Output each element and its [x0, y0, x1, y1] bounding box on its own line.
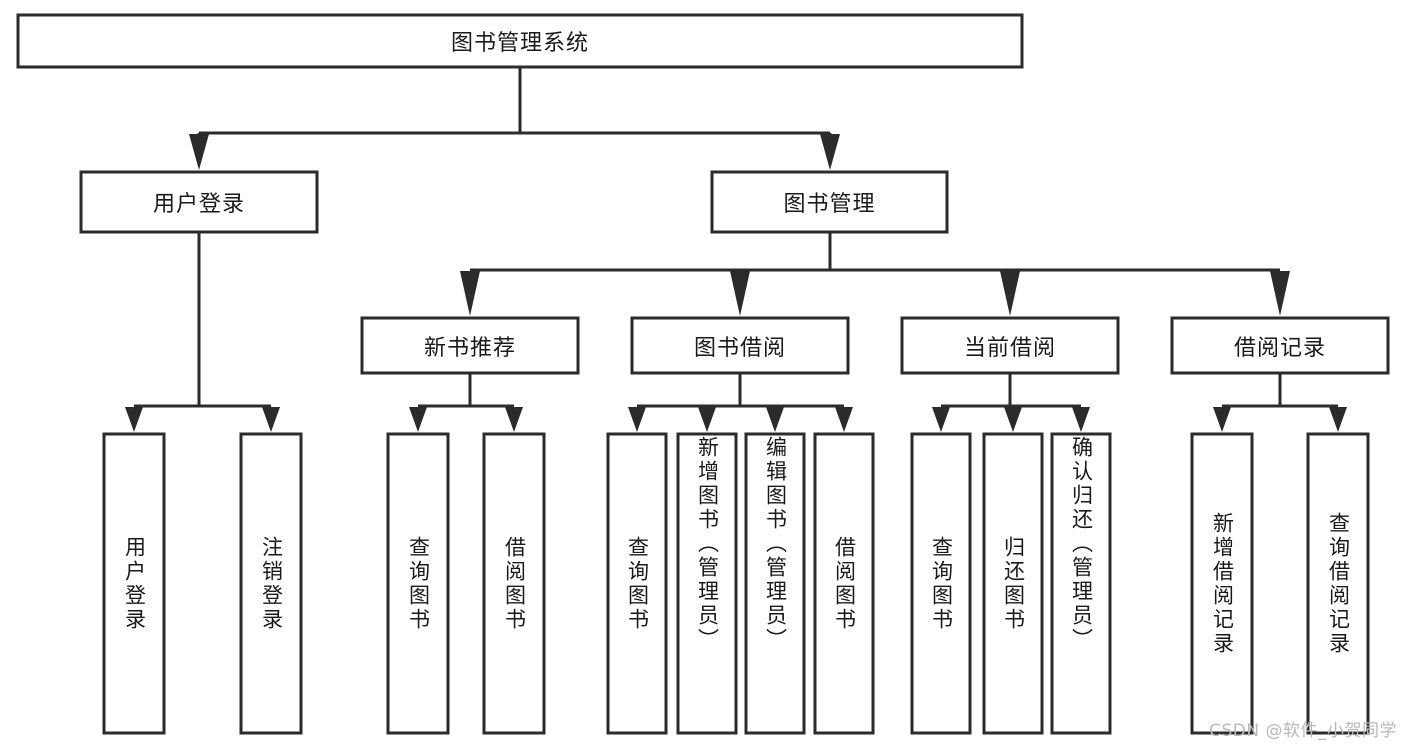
node-box-leaf-user-logout[interactable] [239, 432, 303, 735]
arrow-head-new-book-recommend [460, 271, 480, 316]
node-box-leaf-add-record[interactable] [1190, 432, 1254, 735]
arrow-head-leaf-add-book [698, 407, 716, 432]
arrow-head-leaf-edit-book [766, 407, 784, 432]
node-box-leaf-query-book-rec[interactable] [386, 432, 450, 735]
node-box-leaf-user-login[interactable] [102, 432, 166, 735]
arrow-head-leaf-query-book-borrow [628, 407, 646, 432]
node-box-borrow-record[interactable] [1170, 316, 1390, 375]
node-box-leaf-return-book[interactable] [982, 432, 1044, 735]
arrow-head-leaf-confirm-return [1072, 407, 1090, 432]
node-box-book-manage[interactable] [710, 170, 949, 234]
arrow-head-current-borrow [1000, 271, 1020, 316]
arrow-head-leaf-borrow-book-rec [505, 407, 523, 432]
arrow-head-leaf-query-book-rec [409, 407, 427, 432]
node-box-leaf-query-record[interactable] [1306, 432, 1370, 735]
arrow-head-leaf-query-book-cur [932, 407, 950, 432]
arrow-head-user-login [189, 134, 209, 170]
connector-group-book-borrow [628, 373, 853, 432]
arrow-head-leaf-add-record [1213, 407, 1231, 432]
node-box-leaf-add-book[interactable] [676, 432, 738, 735]
connector-group-new-book-recommend [409, 373, 523, 432]
arrow-head-leaf-query-record [1329, 407, 1347, 432]
node-box-root[interactable] [16, 13, 1024, 69]
node-box-user-login[interactable] [79, 170, 319, 234]
arrow-head-leaf-user-login [125, 407, 143, 432]
node-box-leaf-query-book-borrow[interactable] [606, 432, 668, 735]
connector-group-current-borrow [932, 373, 1090, 432]
arrow-head-leaf-user-logout [262, 407, 280, 432]
node-box-new-book-recommend[interactable] [360, 316, 580, 375]
arrow-head-leaf-borrow-book [835, 407, 853, 432]
csdn-watermark: CSDN @软件_小贺同学 [1209, 721, 1397, 741]
node-box-book-borrow[interactable] [630, 316, 850, 375]
connector-group-borrow-record [1213, 373, 1347, 432]
node-box-leaf-borrow-book[interactable] [813, 432, 875, 735]
connector-group-user-login [125, 232, 280, 432]
arrow-head-borrow-record [1270, 271, 1290, 316]
node-box-current-borrow[interactable] [900, 316, 1120, 375]
node-box-leaf-borrow-book-rec[interactable] [482, 432, 546, 735]
node-box-leaf-confirm-return[interactable] [1050, 432, 1112, 735]
connector-group-root [189, 67, 840, 170]
arrow-head-book-manage [820, 134, 840, 170]
arrow-head-book-borrow [730, 271, 750, 316]
arrow-head-leaf-return-book [1004, 407, 1022, 432]
connector-group-book-manage [460, 232, 1290, 316]
node-box-leaf-edit-book[interactable] [744, 432, 806, 735]
node-box-leaf-query-book-cur[interactable] [910, 432, 972, 735]
